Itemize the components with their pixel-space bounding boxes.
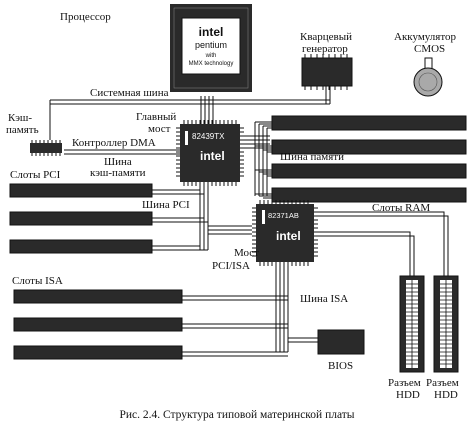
figure-caption: Рис. 2.4. Структура типовой материнской … — [119, 409, 354, 421]
dma-controller-label: Контроллер DMA — [72, 137, 156, 149]
cache-bus-label-2: кэш-памяти — [90, 167, 146, 179]
memory-bus-label: Шина памяти — [280, 151, 344, 163]
battery-label-2: CMOS — [414, 43, 445, 55]
quartz-oscillator — [301, 54, 353, 90]
cache-chip — [30, 140, 62, 156]
hdd2-label-2: HDD — [434, 389, 458, 401]
isa-slots — [13, 289, 183, 360]
cpu-brand: intel — [199, 25, 224, 39]
cache-label-2: память — [6, 124, 39, 136]
cmos-battery — [413, 57, 443, 97]
pci-slots — [9, 183, 153, 254]
north-bridge-chip: 82439TX intel — [176, 120, 244, 186]
cpu-package: intel pentium with MMX technology — [170, 4, 252, 92]
cache-bus-label-1: Шина — [104, 156, 132, 168]
system-bus-label: Системная шина — [90, 87, 169, 99]
bios-chip — [317, 329, 365, 355]
cpu-with: with — [205, 53, 217, 59]
cpu-mmx: MMX technology — [189, 61, 234, 67]
main-bridge-label-1: Главный — [136, 111, 176, 123]
north-bridge-brand: intel — [200, 149, 225, 163]
hdd-connector-2 — [433, 275, 459, 373]
cache-label-1: Кэш- — [8, 112, 32, 124]
isa-slots-label: Слоты ISA — [12, 275, 63, 287]
pci-bus-label: Шина PCI — [142, 199, 190, 211]
hdd1-label-2: HDD — [396, 389, 420, 401]
south-bridge-id: 82371AB — [268, 211, 299, 220]
isa-bus-label: Шина ISA — [300, 293, 348, 305]
quartz-label-2: генератор — [302, 43, 348, 55]
north-bridge-id: 82439TX — [192, 132, 225, 141]
bios-label: BIOS — [328, 360, 353, 372]
ram-slots-label: Слоты RAM — [372, 202, 430, 214]
pci-isa-bridge-label-2: PCI/ISA — [212, 260, 250, 272]
bus-lines — [49, 86, 449, 357]
hdd2-label-1: Разъем — [426, 377, 459, 389]
south-bridge-chip: 82371AB intel — [252, 200, 318, 266]
south-bridge-brand: intel — [276, 229, 301, 243]
pci-slots-label: Слоты PCI — [10, 169, 61, 181]
ram-slots — [271, 115, 467, 203]
battery-label-1: Аккумулятор — [394, 31, 457, 43]
quartz-label-1: Кварцевый — [300, 31, 352, 43]
cpu-model: pentium — [195, 40, 227, 50]
pci-isa-bridge-label-1: Мост — [234, 247, 259, 259]
main-bridge-label-2: мост — [148, 123, 171, 135]
hdd-connector-1 — [399, 275, 425, 373]
processor-label: Процессор — [60, 11, 111, 23]
hdd1-label-1: Разъем — [388, 377, 421, 389]
